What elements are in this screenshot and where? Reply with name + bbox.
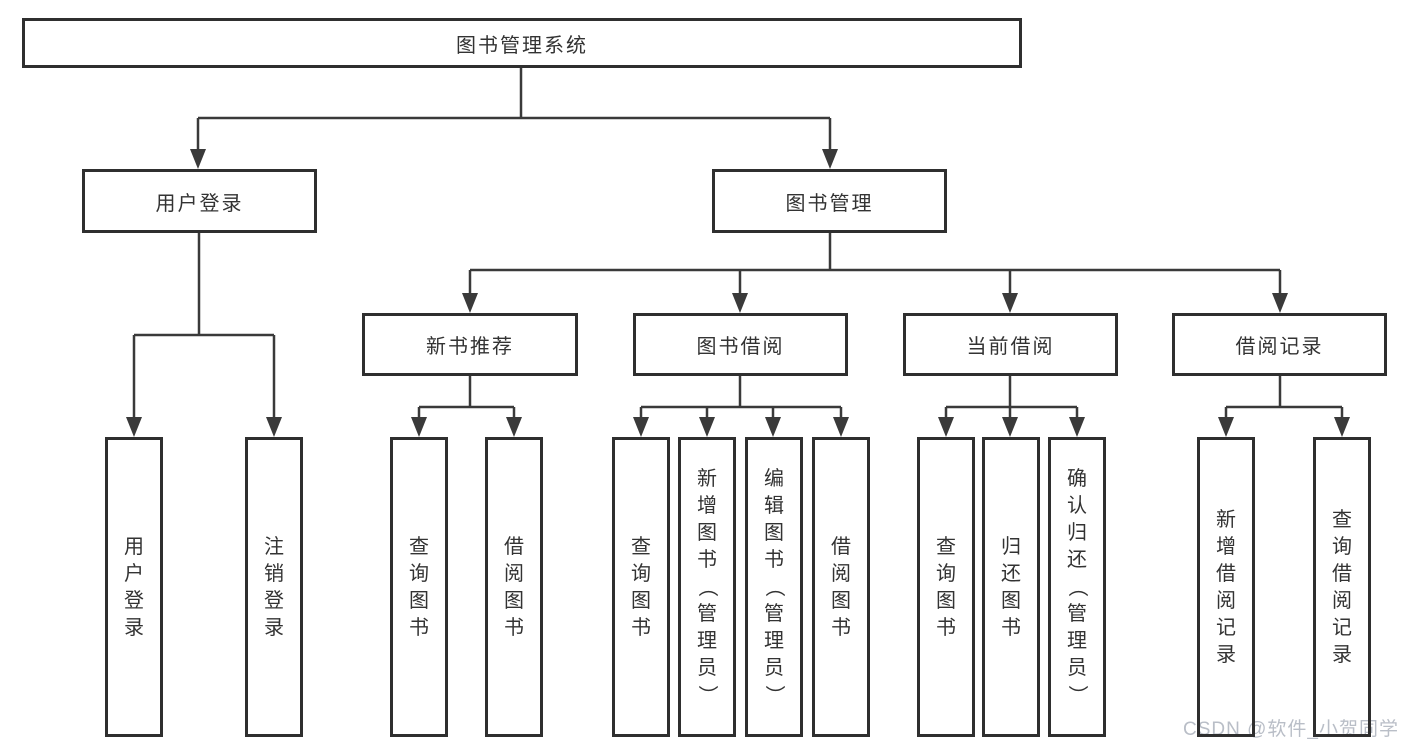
leaf-query-borrow-record: 查询借阅记录 xyxy=(1313,437,1371,737)
node-book-borrow: 图书借阅 xyxy=(633,313,848,376)
leaf-borrow-books: 借阅图书 xyxy=(812,437,870,737)
node-root-system: 图书管理系统 xyxy=(22,18,1022,68)
leaf-logout: 注销登录 xyxy=(245,437,303,737)
node-user-login: 用户登录 xyxy=(82,169,317,233)
leaf-add-books-admin: 新增图书（管理员） xyxy=(678,437,736,737)
leaf-add-borrow-record: 新增借阅记录 xyxy=(1197,437,1255,737)
connector-book-management xyxy=(462,233,1288,313)
connector-user-login xyxy=(126,233,282,437)
node-new-book-recommend: 新书推荐 xyxy=(362,313,578,376)
leaf-confirm-return-admin: 确认归还（管理员） xyxy=(1048,437,1106,737)
leaf-user-login: 用户登录 xyxy=(105,437,163,737)
leaf-edit-books-admin: 编辑图书（管理员） xyxy=(745,437,803,737)
leaf-query-books-recommend: 查询图书 xyxy=(390,437,448,737)
node-book-management: 图书管理 xyxy=(712,169,947,233)
leaf-borrow-books-recommend: 借阅图书 xyxy=(485,437,543,737)
connector-current-borrow xyxy=(938,376,1085,437)
connector-book-borrow xyxy=(633,376,849,437)
connector-borrow-records xyxy=(1218,376,1350,437)
node-current-borrow: 当前借阅 xyxy=(903,313,1118,376)
leaf-query-books-current: 查询图书 xyxy=(917,437,975,737)
connector-new-book-recommend xyxy=(411,376,522,437)
node-borrow-records: 借阅记录 xyxy=(1172,313,1387,376)
leaf-return-books: 归还图书 xyxy=(982,437,1040,737)
csdn-watermark: CSDN @软件_小贺同学 xyxy=(1183,719,1399,740)
leaf-query-books-borrow: 查询图书 xyxy=(612,437,670,737)
connector-root xyxy=(190,68,838,169)
